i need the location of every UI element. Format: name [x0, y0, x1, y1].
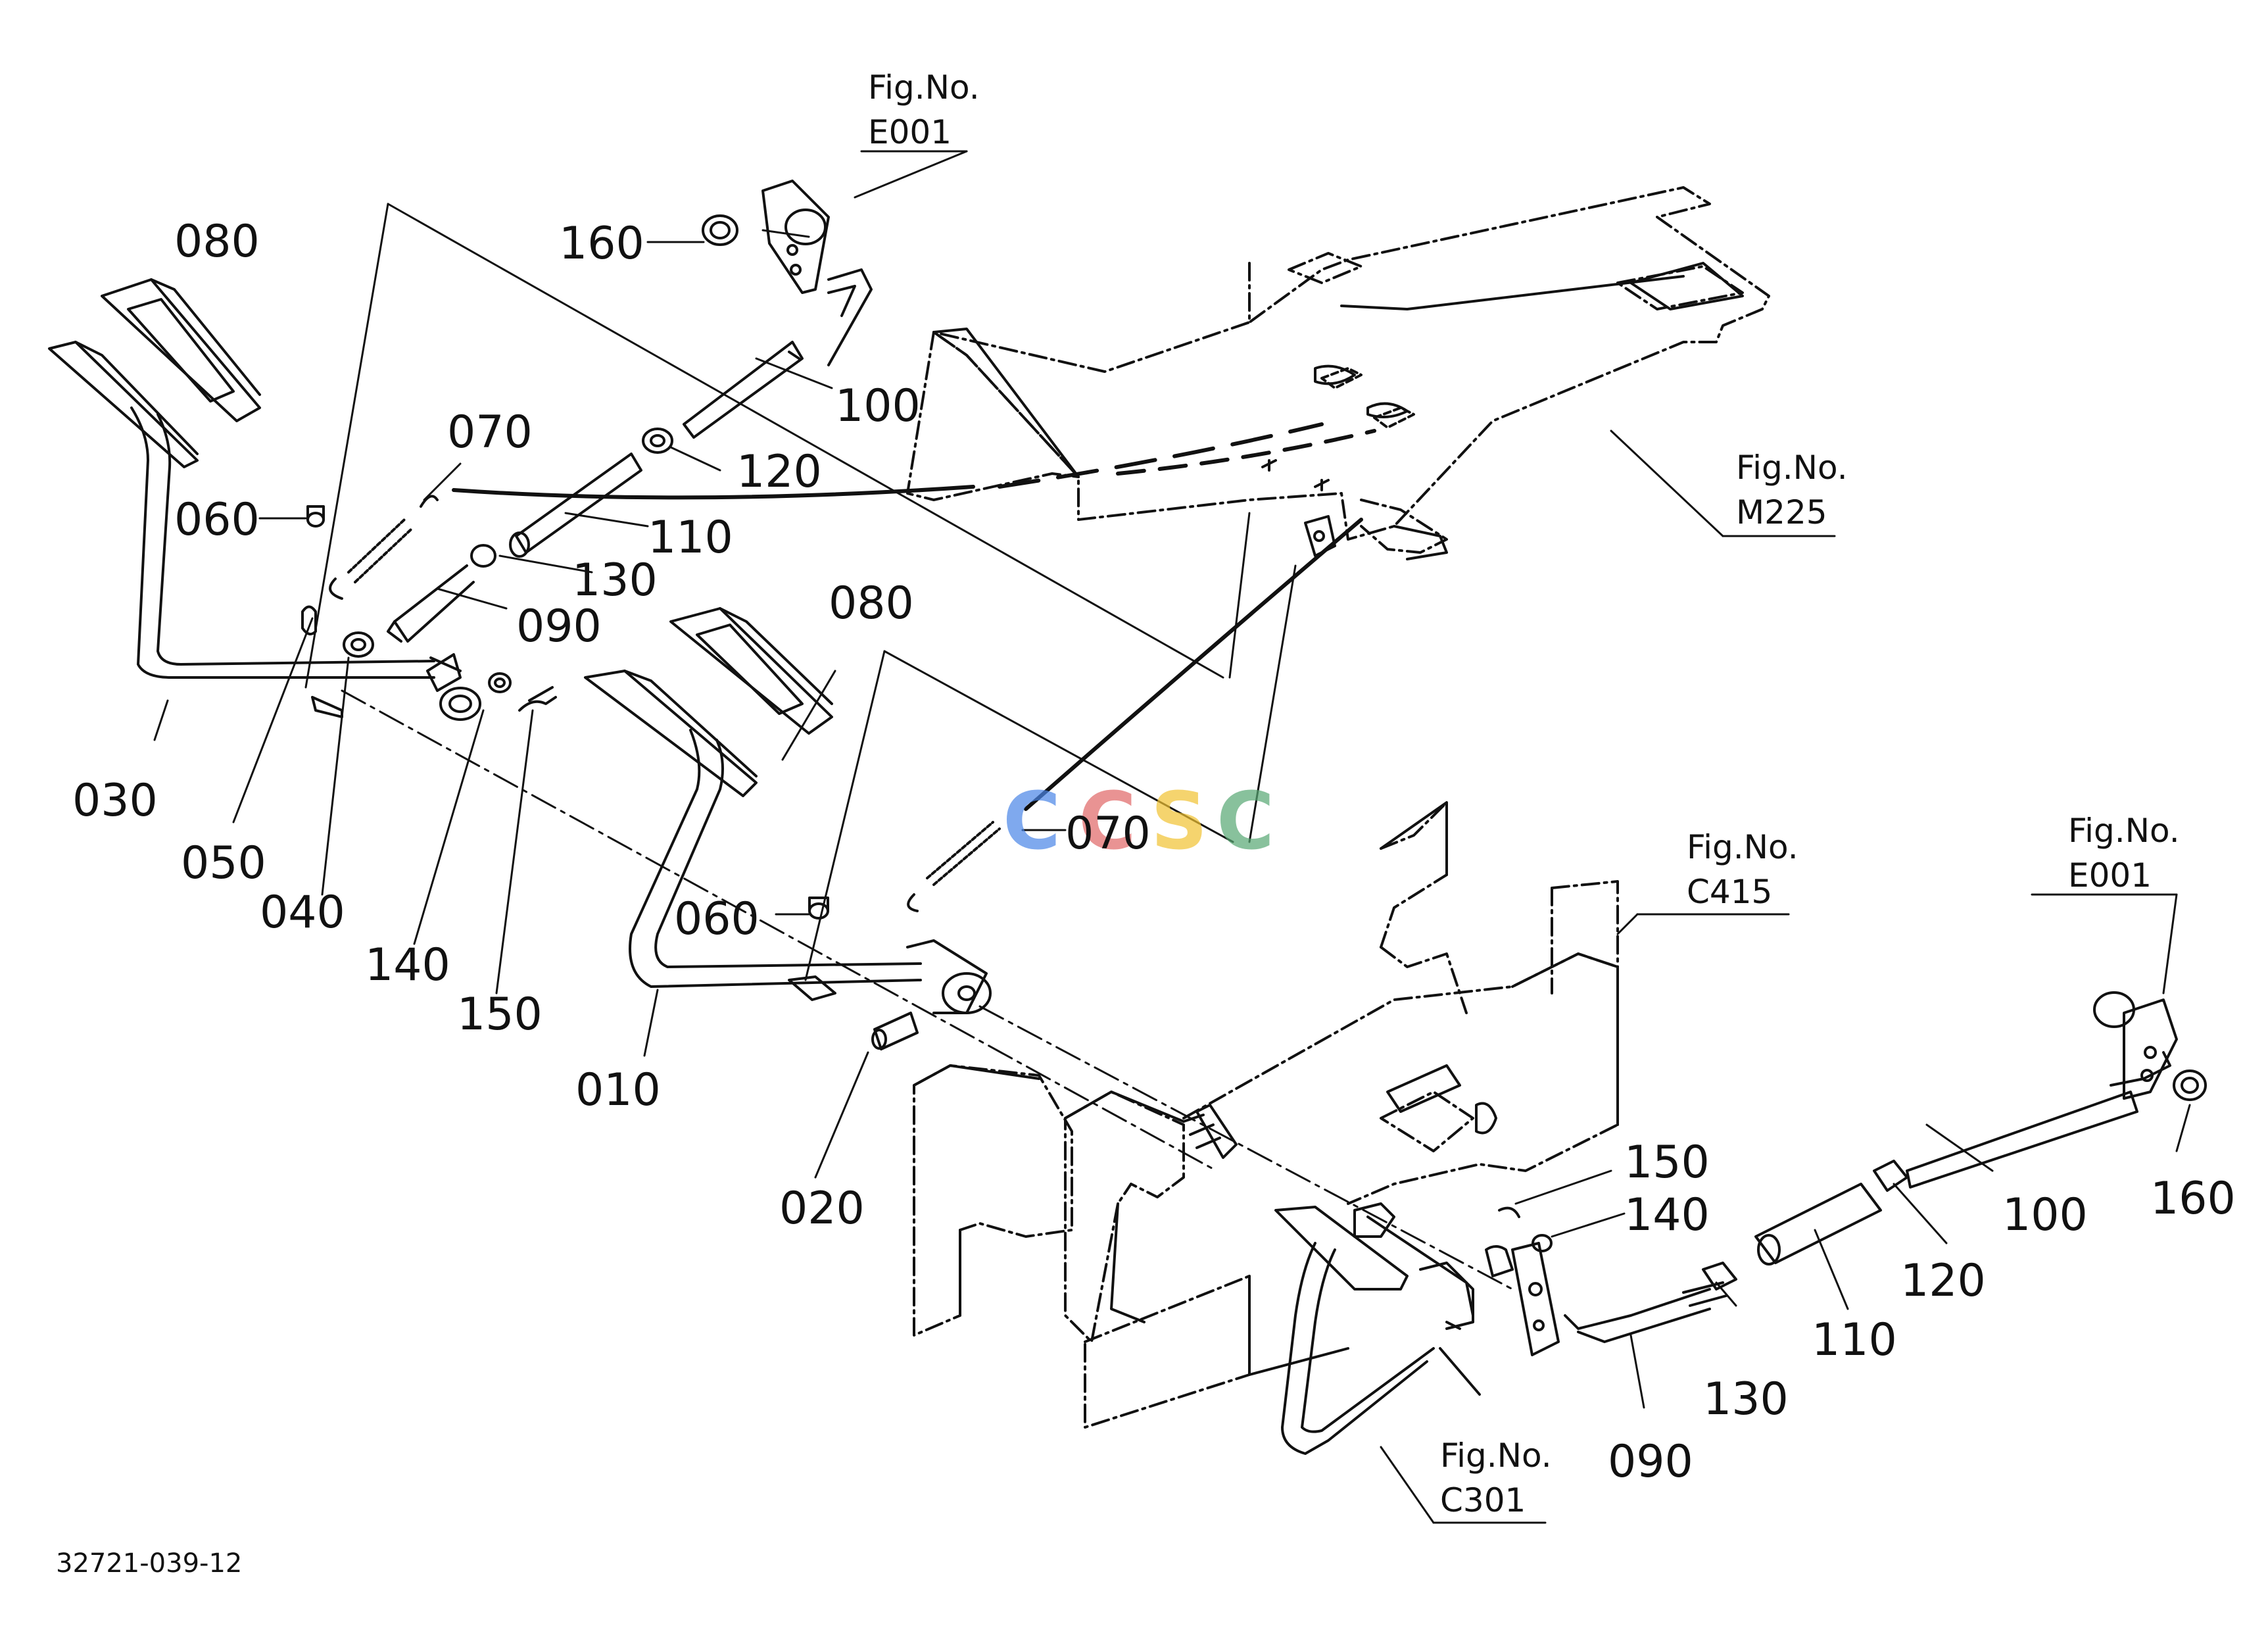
part-label: 090: [516, 601, 602, 652]
part-label: 160: [559, 218, 644, 270]
part-label: 030: [72, 775, 158, 827]
part-label: 150: [1624, 1137, 1710, 1189]
spring-070-lower: [907, 821, 1001, 912]
part-label: 090: [1608, 1436, 1693, 1488]
part-label: 130: [1703, 1373, 1789, 1425]
figure-code: 32721-039-12: [56, 1548, 242, 1579]
upper-linkage-drawing: [329, 180, 873, 643]
leader-lines: [153, 150, 2191, 1524]
figure-references: Fig.No. E001 Fig.No. M225 Fig.No. C415 F…: [868, 68, 2180, 1519]
fig-ref-c415-line1: Fig.No.: [1687, 828, 1798, 866]
part-label: 120: [736, 446, 822, 498]
fig-ref-c301-line1: Fig.No.: [1440, 1437, 1552, 1475]
pedal-030-drawing: [48, 278, 557, 721]
fig-ref-e001-right-line1: Fig.No.: [2068, 812, 2180, 850]
part-label: 120: [1900, 1255, 1986, 1307]
part-label: 100: [2002, 1189, 2088, 1241]
part-label: 080: [829, 578, 914, 629]
part-label: 050: [181, 837, 266, 889]
panel-bracket: [1304, 515, 1336, 557]
watermark-letter: C: [1003, 776, 1061, 868]
watermark-logo: C C S C: [1003, 776, 1274, 868]
part-label: 110: [1812, 1314, 1897, 1366]
watermark-letter: C: [1217, 776, 1274, 868]
part-label: 150: [457, 989, 543, 1041]
fig-ref-e001-top-line2: E001: [868, 113, 952, 151]
part-label: 060: [174, 494, 260, 546]
lower-frame: [913, 801, 1619, 1429]
fig-ref-m225-line1: Fig.No.: [1736, 449, 1848, 487]
lower-frame-solid: [913, 801, 1619, 1376]
part-label: 110: [648, 512, 733, 564]
part-label: 080: [174, 216, 260, 268]
watermark-letter: S: [1151, 776, 1207, 868]
cables: [452, 422, 1376, 811]
pedal-010-drawing: [584, 607, 1238, 1159]
part-label: 160: [2150, 1173, 2236, 1225]
fig-ref-e001-right-line2: E001: [2068, 856, 2152, 895]
floor-panel-solid: [932, 262, 1744, 560]
fig-ref-e001-top-line1: Fig.No.: [868, 68, 980, 107]
fig-ref-c415-line2: C415: [1687, 873, 1772, 911]
part-label: 130: [572, 554, 658, 606]
part-label: 040: [260, 887, 345, 939]
part-label: 140: [365, 939, 450, 991]
lower-linkage-drawing: [1274, 991, 2207, 1455]
part-label: 140: [1624, 1189, 1710, 1241]
part-label: 100: [835, 380, 921, 432]
part-label: 010: [575, 1064, 661, 1116]
panel-slots: [1261, 367, 1415, 491]
fig-ref-c301-line2: C301: [1440, 1481, 1526, 1519]
part-label: 020: [779, 1183, 865, 1235]
watermark-letter: C: [1078, 776, 1136, 868]
fig-ref-m225-line2: M225: [1736, 493, 1827, 531]
part-label: 070: [447, 406, 533, 458]
floor-panel-drawing: [906, 186, 1770, 554]
part-label: 070: [1065, 808, 1151, 860]
part-callouts: 080 160 100 070 120 060 110 130 090 030 …: [72, 216, 2236, 1488]
part-label: 060: [674, 893, 760, 945]
